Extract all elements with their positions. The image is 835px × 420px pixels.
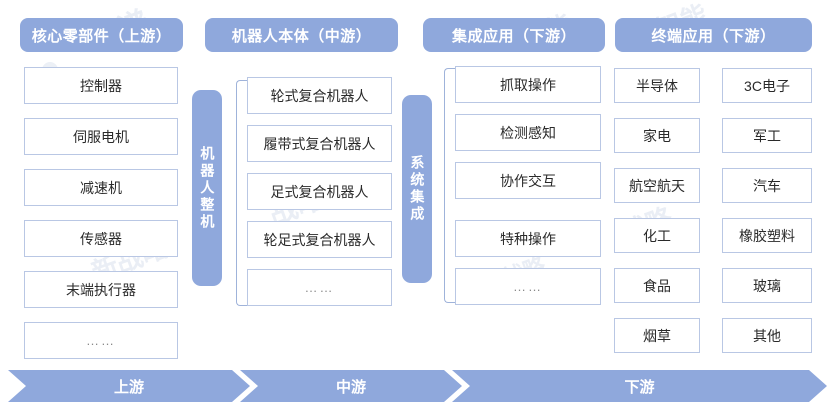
value-chain-flow: 上游 中游 下游	[0, 370, 835, 402]
flow-stage-midstream[interactable]: 中游	[240, 370, 462, 402]
midstream-item[interactable]: 足式复合机器人	[247, 173, 392, 210]
integration-item[interactable]: 协作交互	[455, 162, 601, 199]
integration-bracket	[444, 68, 455, 303]
terminal-item[interactable]: 3C电子	[722, 68, 812, 103]
column-header-terminal: 终端应用（下游）	[615, 18, 812, 52]
terminal-item[interactable]: 汽车	[722, 168, 812, 203]
upstream-item[interactable]: ……	[24, 322, 178, 359]
integration-item[interactable]: 抓取操作	[455, 66, 601, 103]
midstream-bracket	[236, 80, 247, 306]
terminal-item[interactable]: 橡胶塑料	[722, 218, 812, 253]
terminal-item[interactable]: 玻璃	[722, 268, 812, 303]
column-header-midstream: 机器人本体（中游）	[205, 18, 398, 52]
column-header-integration: 集成应用（下游）	[423, 18, 605, 52]
integration-item[interactable]: 检测感知	[455, 114, 601, 151]
integration-group-label: 系统集成	[402, 95, 432, 283]
terminal-item[interactable]: 半导体	[614, 68, 700, 103]
upstream-item[interactable]: 伺服电机	[24, 118, 178, 155]
upstream-item[interactable]: 减速机	[24, 169, 178, 206]
terminal-item[interactable]: 家电	[614, 118, 700, 153]
terminal-item[interactable]: 烟草	[614, 318, 700, 353]
upstream-item[interactable]: 控制器	[24, 67, 178, 104]
upstream-item[interactable]: 末端执行器	[24, 271, 178, 308]
flow-stage-downstream[interactable]: 下游	[452, 370, 827, 402]
integration-group-label-text: 系统集成	[409, 155, 426, 223]
terminal-item[interactable]: 其他	[722, 318, 812, 353]
midstream-item[interactable]: 轮式复合机器人	[247, 77, 392, 114]
flow-stage-upstream[interactable]: 上游	[8, 370, 250, 402]
integration-item[interactable]: ……	[455, 268, 601, 305]
midstream-item[interactable]: ……	[247, 269, 392, 306]
midstream-item[interactable]: 轮足式复合机器人	[247, 221, 392, 258]
integration-item[interactable]: 特种操作	[455, 220, 601, 257]
terminal-item[interactable]: 航空航天	[614, 168, 700, 203]
midstream-group-label: 机器人整机	[192, 90, 222, 286]
terminal-item[interactable]: 食品	[614, 268, 700, 303]
column-header-upstream: 核心零部件（上游）	[20, 18, 183, 52]
midstream-group-label-text: 机器人整机	[199, 145, 216, 231]
terminal-item[interactable]: 化工	[614, 218, 700, 253]
midstream-item[interactable]: 履带式复合机器人	[247, 125, 392, 162]
terminal-item[interactable]: 军工	[722, 118, 812, 153]
upstream-item[interactable]: 传感器	[24, 220, 178, 257]
